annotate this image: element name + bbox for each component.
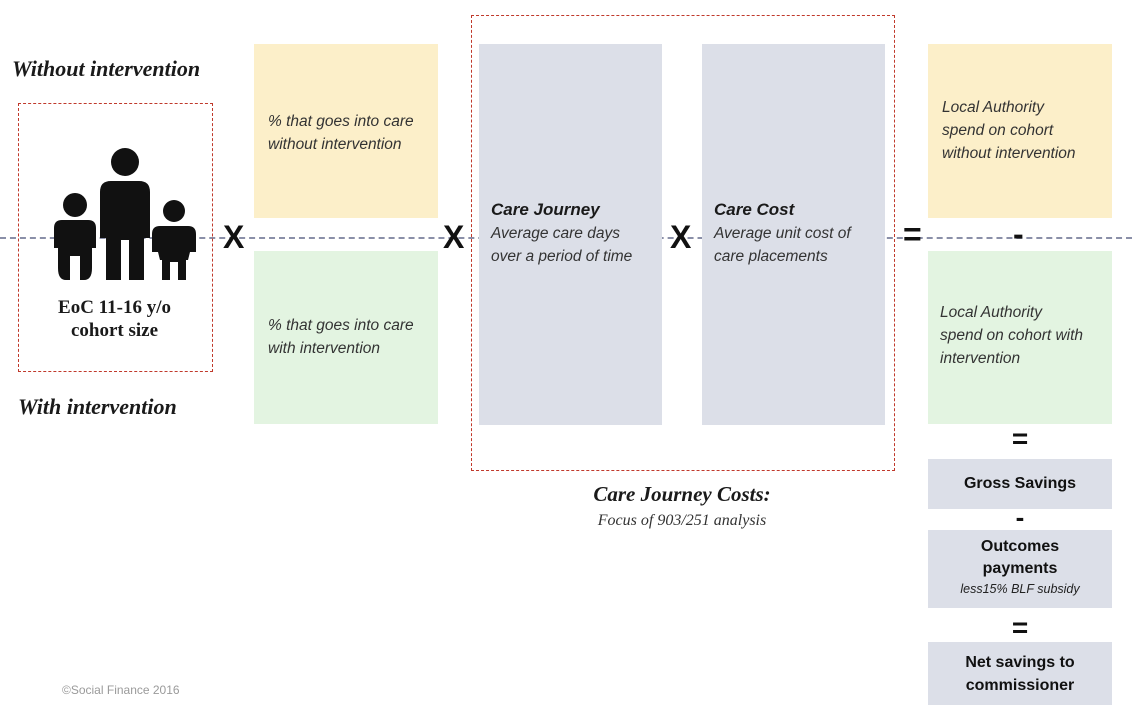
spend-with-line1: Local Authority: [940, 304, 1042, 321]
spend-with-line2: spend on cohort with: [940, 327, 1084, 344]
care-cost-line2: care placements: [714, 248, 828, 265]
spend-with-line3: intervention: [940, 350, 1021, 367]
cohort-size-label: EoC 11-16 y/o cohort size: [18, 296, 211, 342]
with-intervention-label: With intervention: [18, 394, 177, 419]
rate-without-line2: without intervention: [268, 136, 402, 153]
multiply-operator-1: X: [223, 219, 245, 255]
minus-operator-1: -: [1013, 216, 1024, 252]
gross-savings-box: Gross Savings: [928, 459, 1112, 509]
care-journey-line1: Average care days: [491, 225, 620, 242]
care-cost-title: Care Cost: [714, 200, 795, 219]
outcomes-payments-box: Outcomes payments less15% BLF subsidy: [928, 530, 1112, 608]
care-journey-line2: over a period of time: [491, 248, 633, 265]
spend-without-line1: Local Authority: [942, 99, 1044, 116]
spend-without-line2: spend on cohort: [942, 122, 1054, 139]
rate-with-line1: % that goes into care: [268, 317, 414, 334]
outcomes-subsidy-note: less15% BLF subsidy: [960, 582, 1080, 596]
multiply-operator-3: X: [670, 219, 692, 255]
outcomes-line2: payments: [982, 560, 1058, 577]
care-cost-box: Care Cost Average unit cost of care plac…: [702, 44, 885, 425]
net-savings-line2: commissioner: [965, 677, 1075, 694]
equals-operator-3: =: [1011, 612, 1029, 643]
spend-without-box: Local Authority spend on cohort without …: [928, 44, 1112, 218]
rate-without-box: % that goes into care without interventi…: [254, 44, 438, 218]
care-journey-box: Care Journey Average care days over a pe…: [479, 44, 662, 425]
cohort-label-line2: cohort size: [70, 320, 159, 341]
multiply-operator-2: X: [443, 219, 465, 255]
net-savings-line1: Net savings to: [965, 654, 1075, 671]
spend-with-box: Local Authority spend on cohort with int…: [928, 251, 1112, 424]
care-journey-costs-subtitle: Focus of 903/251 analysis: [597, 512, 767, 529]
rate-with-line2: with intervention: [268, 340, 381, 357]
equals-operator-2: =: [1011, 423, 1029, 454]
care-journey-title: Care Journey: [491, 200, 600, 219]
spend-without-line3: without intervention: [942, 145, 1076, 162]
care-cost-line1: Average unit cost of: [714, 225, 851, 242]
outcomes-line1: Outcomes: [980, 538, 1060, 555]
care-journey-costs-title: Care Journey Costs:: [593, 482, 771, 506]
rate-with-box: % that goes into care with intervention: [254, 251, 438, 424]
cohort-label-line1: EoC 11-16 y/o: [58, 297, 171, 318]
cohort-frame: [18, 103, 213, 372]
net-savings-box: Net savings to commissioner: [928, 642, 1112, 705]
care-journey-costs-frame: [471, 15, 895, 471]
without-intervention-label: Without intervention: [12, 56, 201, 81]
family-icon: [54, 148, 196, 280]
minus-operator-2: -: [1015, 502, 1025, 532]
copyright-notice: ©Social Finance 2016: [62, 683, 180, 697]
rate-without-line1: % that goes into care: [268, 113, 414, 130]
equals-operator-1: =: [903, 216, 922, 252]
